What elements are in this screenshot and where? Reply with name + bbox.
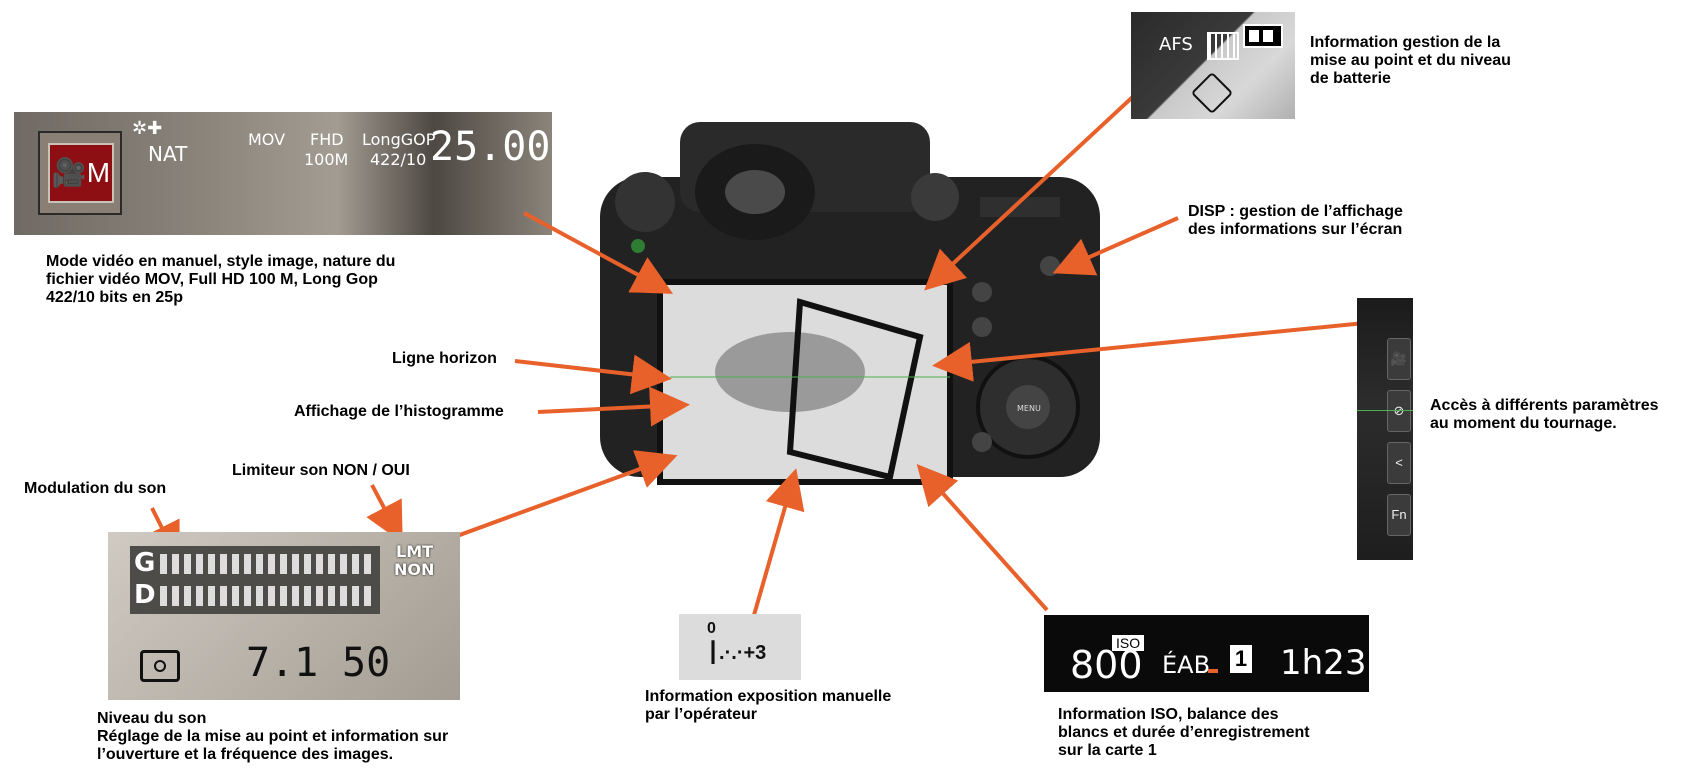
af-grid-icon — [1207, 32, 1239, 60]
wb-indicator — [1208, 669, 1218, 673]
arrow-horizon — [514, 354, 672, 395]
video-settings-button[interactable]: 🎥 — [1387, 338, 1411, 380]
left-channel-label: G — [134, 548, 156, 578]
iso-wb-box: ISO 800 ÉAB 1 1h23m — [1044, 615, 1400, 692]
touch-settings-button[interactable]: ⊘ — [1387, 390, 1411, 432]
sound-panel: G D LMT NON 7.1 50 — [108, 532, 460, 700]
white-balance: ÉAB — [1162, 651, 1211, 679]
bitrate: 100M — [304, 150, 349, 169]
arrow-sound — [445, 450, 678, 542]
left-channel-bars — [160, 554, 372, 574]
callout-sound-level: Niveau du son Réglage de la mise au poin… — [97, 710, 449, 763]
limiter-label: LMT — [396, 542, 434, 561]
audio-meter: G D — [130, 546, 380, 614]
callout-mode: Mode vidéo en manuel, style image, natur… — [46, 253, 396, 306]
svg-text:MENU: MENU — [1017, 404, 1041, 413]
video-manual-mode-icon: 🎥M — [48, 143, 114, 203]
right-channel-label: D — [134, 580, 156, 610]
video-mode-banner: 🎥M ✲✚ NAT MOV FHD 100M LongGOP 422/10 25… — [14, 112, 575, 235]
stabilizer-icon — [1190, 71, 1234, 115]
af-area-icon — [140, 650, 180, 682]
af-mode: AFS — [1159, 34, 1193, 55]
arrow-mode — [523, 211, 674, 294]
callout-limiter: Limiteur son NON / OUI — [232, 462, 410, 479]
callout-modulation: Modulation du son — [24, 480, 167, 497]
callout-exposure: Information exposition manuelle par l’op… — [645, 688, 892, 723]
photo-style-icon: ✲✚ — [132, 118, 163, 139]
frame-rate-value: 50 — [342, 640, 391, 686]
card-slot-icon: 1 — [1230, 645, 1252, 673]
arrow-af — [924, 90, 1140, 291]
file-format: MOV — [248, 130, 286, 149]
exposure-scale: ┃.·.·+3 — [707, 642, 767, 664]
arrow-limiter — [366, 484, 403, 544]
exposure-meter-box: 0 ┃.·.·+3 — [679, 614, 801, 680]
callout-disp: DISP : gestion de l’affichage des inform… — [1188, 203, 1403, 238]
horizon-line — [1357, 410, 1413, 411]
arrow-histogram — [537, 386, 690, 427]
arrow-iso — [916, 464, 1049, 612]
bit-depth: 422/10 — [370, 150, 427, 169]
quick-access-strip: 🎥 ⊘ < Fn — [1357, 298, 1413, 560]
right-channel-bars — [160, 586, 372, 606]
arrow-exposure — [750, 468, 805, 623]
callout-af-battery: Information gestion de la mise au point … — [1310, 34, 1511, 87]
limiter-value: NON — [394, 560, 435, 579]
frame-rate: 25.00p — [430, 124, 575, 170]
battery-half-icon — [1243, 24, 1283, 48]
mode-box: 🎥M — [38, 131, 122, 215]
gop-type: LongGOP — [362, 130, 436, 149]
remaining-time: 1h23m — [1280, 643, 1400, 683]
af-battery-box: AFS — [1131, 12, 1295, 119]
camera-body: MENU — [600, 122, 1100, 485]
fn-button[interactable]: Fn — [1387, 494, 1411, 536]
exposure-zero: 0 — [707, 620, 716, 637]
arrow-disp — [1052, 216, 1179, 276]
callout-access: Accès à différents paramètres au moment … — [1430, 397, 1659, 432]
callout-histogram: Affichage de l’histogramme — [294, 403, 504, 420]
arrow-access — [932, 321, 1366, 382]
iso-label: ISO — [1112, 635, 1145, 651]
resolution: FHD — [310, 130, 344, 149]
callout-horizon: Ligne horizon — [392, 350, 497, 367]
collapse-button[interactable]: < — [1387, 442, 1411, 484]
iso-value: 800 — [1070, 643, 1143, 687]
callout-iso: Information ISO, balance des blancs et d… — [1058, 706, 1310, 759]
photo-style-label: NAT — [148, 142, 188, 166]
aperture-value: 7.1 — [246, 640, 319, 686]
